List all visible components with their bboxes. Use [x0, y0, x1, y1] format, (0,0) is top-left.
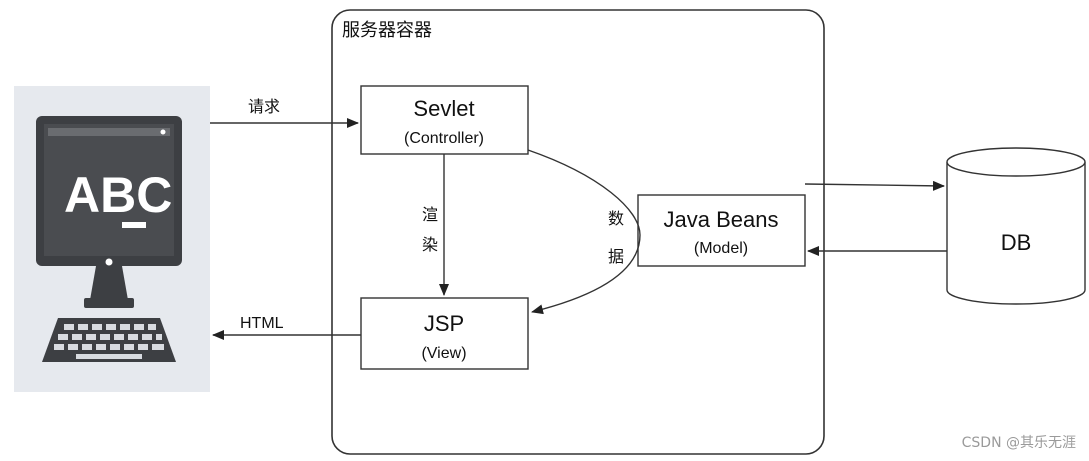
jsp-subtitle: (View) — [421, 345, 466, 362]
javabeans-node: Java Beans (Model) — [637, 194, 806, 267]
render-label-char-1: 渲 — [422, 205, 438, 224]
watermark: CSDN @其乐无涯 — [962, 435, 1076, 451]
screen-text: ABC — [64, 167, 172, 223]
servlet-subtitle: (Controller) — [404, 130, 484, 147]
data-label-char-2: 据 — [608, 247, 624, 266]
render-edge: 渲 染 — [422, 154, 449, 296]
client-computer: ABC — [14, 86, 210, 392]
servlet-node: Sevlet (Controller) — [360, 85, 529, 155]
javabeans-title: Java Beans — [664, 207, 779, 232]
jsp-title: JSP — [424, 311, 464, 336]
request-label: 请求 — [248, 97, 280, 116]
render-label-char-2: 染 — [422, 235, 438, 254]
request-edge: 请求 — [210, 97, 359, 128]
servlet-title: Sevlet — [413, 96, 474, 121]
computer-icon: ABC — [36, 116, 182, 362]
data-label-char-1: 数 — [608, 209, 624, 228]
server-container-title: 服务器容器 — [342, 20, 432, 41]
db-node: DB — [946, 147, 1086, 305]
db-label: DB — [1001, 230, 1032, 255]
db-edges — [804, 180, 947, 256]
html-edge: HTML — [212, 315, 361, 340]
data-edge: 数 据 — [527, 149, 641, 315]
javabeans-subtitle: (Model) — [694, 240, 748, 257]
html-label: HTML — [240, 315, 284, 332]
jsp-node: JSP (View) — [360, 297, 529, 370]
